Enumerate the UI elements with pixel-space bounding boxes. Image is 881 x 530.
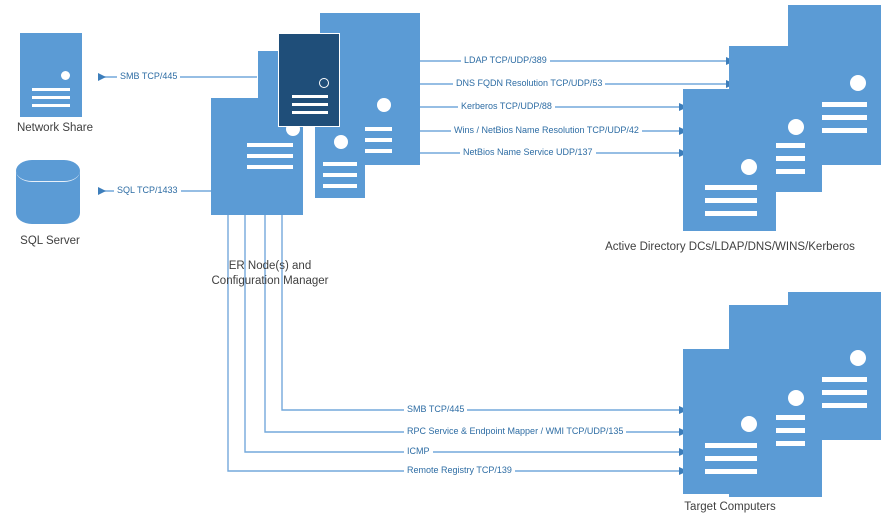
server-slot-line	[344, 149, 392, 153]
wire-label-smb-share: SMB TCP/445	[117, 71, 181, 82]
wire-label-rpc-wmi: RPC Service & Endpoint Mapper / WMI TCP/…	[404, 426, 627, 437]
server-slot-line	[247, 165, 293, 169]
server-indicator-dot	[319, 78, 329, 88]
wire-label-smb-target: SMB TCP/445	[404, 404, 468, 415]
server-slot-line	[323, 184, 357, 188]
wire-label-netbios: NetBios Name Service UDP/137	[460, 147, 596, 158]
server-slot-line	[32, 96, 70, 99]
wire-label-wins: Wins / NetBios Name Resolution TCP/UDP/4…	[451, 125, 642, 136]
server-indicator-dot	[850, 75, 866, 91]
node-sql-server[interactable]	[16, 160, 80, 226]
server-slot-line	[753, 441, 805, 446]
server-indicator-dot	[788, 119, 804, 135]
server-slot-line	[753, 143, 805, 148]
server-slot-line	[705, 456, 757, 461]
node-ad-front-server[interactable]	[683, 89, 776, 231]
label-er-node: ER Node(s) and Configuration Manager	[211, 260, 329, 287]
server-indicator-dot	[741, 416, 757, 432]
label-sql-server: SQL Server	[20, 235, 80, 247]
wire-label-ldap: LDAP TCP/UDP/389	[461, 55, 550, 66]
server-indicator-dot	[334, 135, 348, 149]
server-indicator-dot	[788, 390, 804, 406]
server-slot-line	[292, 103, 328, 106]
server-slot-line	[705, 198, 757, 203]
label-target-computers: Target Computers	[684, 501, 776, 513]
server-slot-line	[32, 88, 70, 91]
server-slot-line	[753, 169, 805, 174]
wire-label-icmp: ICMP	[404, 446, 433, 457]
server-slot-line	[705, 469, 757, 474]
server-slot-line	[815, 403, 867, 408]
server-slot-line	[705, 185, 757, 190]
server-slot-line	[705, 443, 757, 448]
wire-label-kerberos: Kerberos TCP/UDP/88	[458, 101, 555, 112]
server-slot-line	[815, 115, 867, 120]
server-slot-line	[323, 162, 357, 166]
server-indicator-dot	[850, 350, 866, 366]
server-slot-line	[753, 156, 805, 161]
server-slot-line	[815, 390, 867, 395]
server-slot-line	[815, 102, 867, 107]
node-network-share[interactable]	[20, 33, 82, 117]
cylinder-top	[16, 160, 80, 182]
server-slot-line	[815, 377, 867, 382]
label-network-share: Network Share	[16, 122, 94, 134]
server-slot-line	[247, 154, 293, 158]
server-indicator-dot	[377, 98, 391, 112]
wire-label-sql: SQL TCP/1433	[114, 185, 181, 196]
wire-label-dns: DNS FQDN Resolution TCP/UDP/53	[453, 78, 606, 89]
node-er-primary-server[interactable]	[278, 33, 340, 127]
server-slot-line	[292, 111, 328, 114]
server-slot-line	[323, 173, 357, 177]
server-slot-line	[753, 415, 805, 420]
server-slot-line	[344, 127, 392, 131]
server-slot-line	[344, 138, 392, 142]
server-indicator-dot	[61, 71, 70, 80]
server-slot-line	[292, 95, 328, 98]
server-slot-line	[32, 104, 70, 107]
server-slot-line	[753, 428, 805, 433]
server-slot-line	[705, 211, 757, 216]
label-active-directory: Active Directory DCs/LDAP/DNS/WINS/Kerbe…	[605, 241, 855, 253]
node-target-front-server[interactable]	[683, 349, 776, 494]
server-slot-line	[815, 128, 867, 133]
server-indicator-dot	[741, 159, 757, 175]
server-slot-line	[247, 143, 293, 147]
wire-label-remote-registry: Remote Registry TCP/139	[404, 465, 515, 476]
